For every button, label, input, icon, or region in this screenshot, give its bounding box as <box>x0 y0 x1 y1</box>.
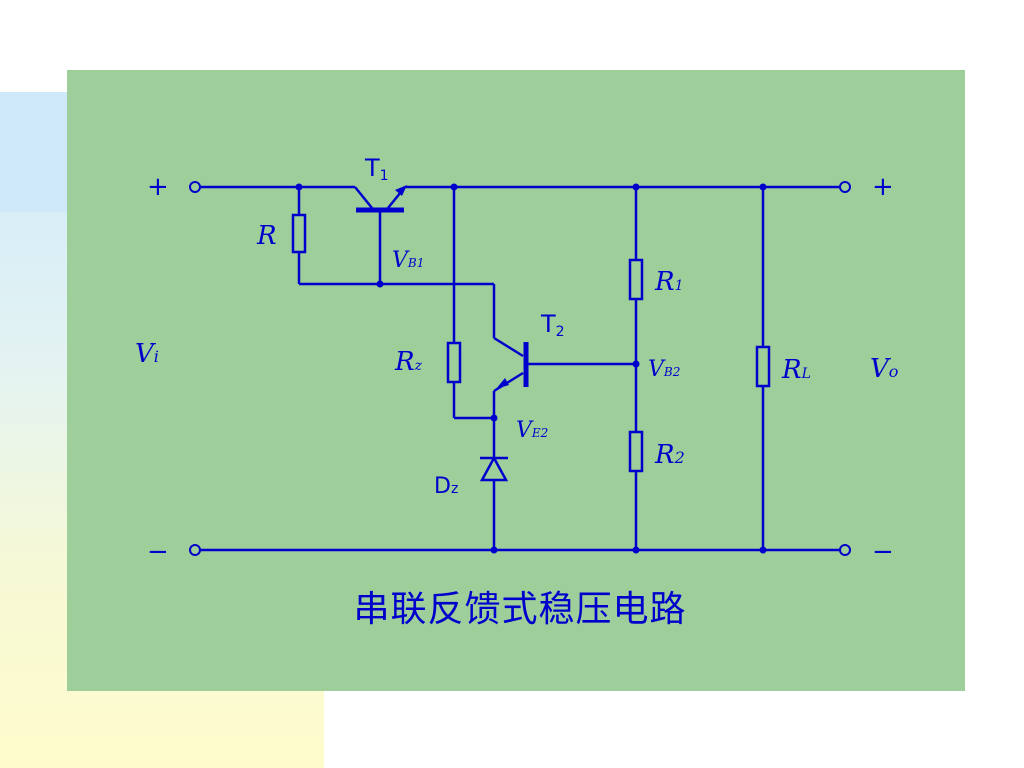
output-plus-label: + <box>872 172 894 202</box>
rz-label: Rz <box>394 347 423 377</box>
t2-label: T2 <box>540 310 565 340</box>
input-minus-label: − <box>147 537 169 567</box>
output-minus-label: − <box>872 537 894 567</box>
vo-label: Vo <box>870 354 898 384</box>
diagram-panel <box>67 70 965 691</box>
wires <box>198 185 840 552</box>
dz-label: Dz <box>434 474 458 499</box>
t2-emitter-arrow <box>496 378 509 389</box>
t1-label: T1 <box>364 154 389 184</box>
r2-label: R2 <box>654 440 685 470</box>
r-label: R <box>256 221 277 251</box>
junction-dots <box>295 183 767 554</box>
diagram-caption: 串联反馈式稳压电路 <box>353 589 687 630</box>
vb1-label: VB1 <box>392 248 424 273</box>
vb2-label: VB2 <box>648 357 680 382</box>
vi-label: Vi <box>135 339 159 369</box>
rl-label: RL <box>781 355 811 385</box>
terminals <box>189 181 851 556</box>
t1-emitter-arrow <box>395 185 407 196</box>
input-plus-label: + <box>147 172 169 202</box>
ve2-label: VE2 <box>516 418 548 443</box>
r1-label: R1 <box>654 267 684 297</box>
